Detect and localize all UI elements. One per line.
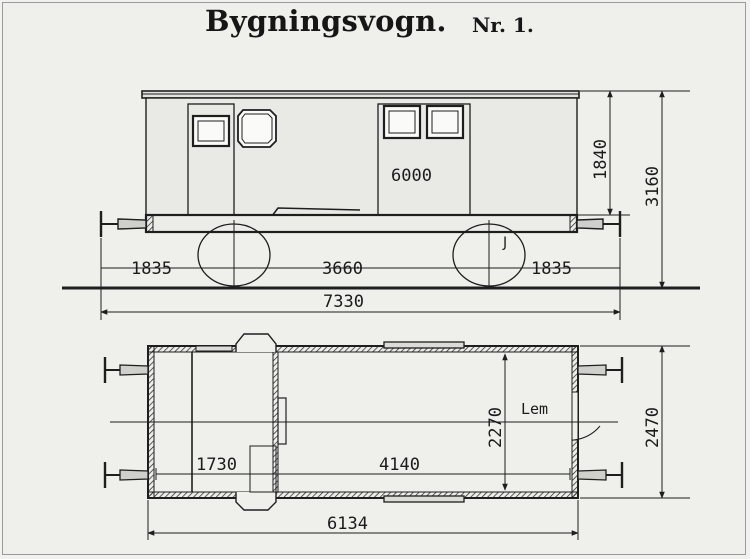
buffer-left: [99, 211, 147, 237]
sliding-door-top: [383, 341, 465, 349]
plan-view: 2270 Lem 1730 4140 2470 6134: [103, 333, 690, 540]
car-number: 6000: [391, 166, 432, 186]
dim-total-height: 3160: [643, 166, 663, 207]
dim-inner-width: 2270: [486, 407, 506, 448]
underframe: [144, 213, 579, 234]
dim-overhang-right: 1835: [531, 259, 572, 279]
dim-compartment: 1730: [196, 455, 237, 475]
vestibule-top: [235, 333, 277, 352]
dim-length-over-buffers: 7330: [323, 292, 364, 312]
wheel-mark: J: [502, 235, 507, 251]
vestibule-bottom: [235, 492, 277, 511]
dim-overhang-left: 1835: [131, 259, 172, 279]
dim-wheelbase: 3660: [322, 259, 363, 279]
side-view: 6000 J 1835 3660 1: [62, 90, 700, 320]
plan-buffers-right: [577, 357, 624, 488]
floor-hatch-label: Lem: [521, 400, 548, 418]
dim-body-height: 1840: [591, 139, 611, 180]
drawing-number: Nr. 1.: [472, 13, 534, 37]
plan-buffers-left: [103, 357, 149, 488]
drawing-title: Bygningsvogn.: [205, 4, 447, 38]
car-body: [145, 97, 578, 216]
dim-body-length: 6134: [327, 514, 368, 534]
dim-main-room: 4140: [379, 455, 420, 475]
dim-outer-width: 2470: [643, 407, 663, 448]
sliding-door-bottom: [383, 495, 465, 503]
window: [237, 109, 277, 148]
